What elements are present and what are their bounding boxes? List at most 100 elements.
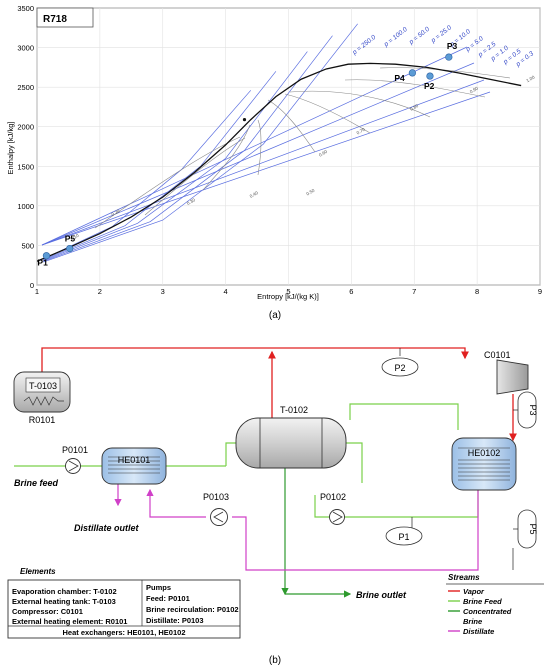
x-tick-label: 3 — [161, 287, 165, 296]
isobar-line — [43, 23, 358, 263]
isobar-line — [43, 35, 333, 262]
y-tick-label: 3500 — [17, 4, 34, 13]
pump-p0101: P0101 — [62, 445, 88, 474]
legend-distillate: Distillate — [463, 627, 494, 636]
saturation-curve — [37, 62, 522, 262]
legend-brine: Brine — [463, 617, 482, 626]
tag-p5: P5 — [513, 509, 538, 549]
element-item: External heating tank: T-0103 — [12, 597, 116, 606]
he0101-label: HE0101 — [118, 455, 151, 465]
tag-p3-label: P3 — [528, 404, 538, 415]
he0102-label: HE0102 — [468, 448, 501, 458]
elements-legend: Elements Evaporation chamber: T-0102 Ext… — [7, 567, 241, 639]
tank-t0103-label: T-0103 — [29, 381, 57, 391]
streams-legend: Streams Vapor Brine Feed Concentrated Br… — [446, 573, 544, 636]
isobar-lines — [43, 23, 358, 263]
element-item: External heating element: R0101 — [12, 617, 127, 626]
pump-item: Brine recirculation: P0102 — [146, 605, 239, 614]
tag-p1-label: P1 — [398, 532, 409, 542]
legend-brine-feed: Brine Feed — [463, 597, 502, 606]
tag-p3: P3 — [513, 391, 538, 429]
critical-point — [242, 117, 247, 122]
tag-p2: P2 — [381, 357, 419, 377]
tank-t0102: T-0102 — [235, 405, 347, 469]
quality-label: 1.00 — [525, 74, 536, 83]
tank-t0103: T-0103 R0101 — [13, 371, 71, 425]
tag-p1: P1 — [385, 526, 423, 546]
grid — [36, 7, 541, 286]
x-axis-label: Entropy [kJ/(kg K)] — [257, 292, 319, 301]
pump-p0103-label: P0103 — [203, 492, 229, 502]
quality-label: 0.10 — [70, 233, 81, 242]
chart-title-box — [36, 7, 94, 28]
quality-label: 0.50 — [305, 187, 316, 196]
y-axis-label: Enthalpy [kJ/kg] — [6, 122, 15, 175]
x-tick-label: 7 — [412, 287, 416, 296]
y-tick-label: 2000 — [17, 123, 34, 132]
state-point-label: P4 — [394, 73, 405, 83]
vapor-stream — [41, 347, 517, 442]
tank-t0102-label: T-0102 — [280, 405, 308, 415]
process-diagram: T-0103 R0101 T-0102 C0101 HE0101 — [7, 347, 544, 666]
heat-exchanger-he0101: HE0101 — [101, 447, 167, 485]
state-point-marker — [445, 53, 453, 61]
heat-exchanger-he0102: HE0102 — [451, 437, 517, 491]
state-point-marker — [426, 72, 434, 80]
x-tick-label: 8 — [475, 287, 479, 296]
x-tick-label: 4 — [224, 287, 228, 296]
quality-label: 0.40 — [249, 190, 260, 199]
state-point-label: P5 — [65, 234, 76, 244]
tag-p2-label: P2 — [394, 363, 405, 373]
state-point-marker — [408, 69, 416, 77]
state-point-marker — [42, 252, 51, 260]
y-tick-label: 2500 — [17, 83, 34, 92]
pump-p0102-label: P0102 — [320, 492, 346, 502]
x-tick-label: 9 — [538, 287, 542, 296]
chart-title: R718 — [43, 14, 67, 25]
pump-p0102: P0102 — [320, 492, 346, 525]
heating-coil — [23, 396, 64, 406]
concentrated-brine-stream — [281, 468, 352, 598]
pump-item: Feed: P0101 — [146, 594, 190, 603]
state-point-label: P3 — [447, 41, 458, 51]
state-point-marker — [66, 244, 74, 253]
quality-label: 0.90 — [469, 85, 480, 94]
y-tick-label: 0 — [30, 281, 34, 290]
y-tick-label: 1500 — [17, 162, 34, 171]
x-tick-label: 6 — [349, 287, 353, 296]
element-item: Compressor: C0101 — [12, 607, 83, 616]
quality-label: 0.20 — [110, 208, 121, 217]
legend-concentrated: Concentrated — [463, 607, 512, 616]
heater-r0101-label: R0101 — [29, 415, 56, 425]
quality-label: 0.30 — [186, 197, 197, 206]
x-tick-label: 1 — [35, 287, 39, 296]
compressor-label: C0101 — [484, 350, 511, 360]
y-tick-label: 1000 — [17, 202, 34, 211]
brine-feed-label: Brine feed — [14, 478, 59, 488]
y-tick-label: 500 — [21, 241, 34, 250]
streams-title: Streams — [448, 573, 480, 582]
x-tick-label: 2 — [98, 287, 102, 296]
quality-label: 0.80 — [409, 103, 420, 112]
distillate-outlet-label: Distillate outlet — [74, 523, 140, 533]
brine-outlet-label: Brine outlet — [356, 590, 407, 600]
isobar-line — [43, 71, 277, 260]
tag-p5-label: P5 — [528, 523, 538, 534]
quality-label: 0.70 — [356, 127, 367, 136]
quality-label-group: 0.10 0.20 0.30 0.40 0.50 0.60 0.70 0.80 0.90 1.00 — [70, 74, 536, 241]
element-item: Evaporation chamber: T-0102 — [12, 587, 117, 596]
legend-vapor: Vapor — [463, 587, 485, 596]
diagram-caption: (b) — [269, 655, 281, 666]
compressor-c0101: C0101 — [484, 350, 529, 395]
pump-p0101-label: P0101 — [62, 445, 88, 455]
pump-item: Distillate: P0103 — [146, 616, 204, 625]
x-tick-labels: 1 2 3 4 5 6 7 8 9 — [35, 287, 542, 296]
pump-p0103: P0103 — [203, 492, 229, 526]
x-tick-label: 5 — [286, 287, 290, 296]
elements-title: Elements — [20, 567, 56, 576]
distillate-stream — [114, 484, 514, 571]
quality-label: 0.60 — [318, 149, 329, 158]
